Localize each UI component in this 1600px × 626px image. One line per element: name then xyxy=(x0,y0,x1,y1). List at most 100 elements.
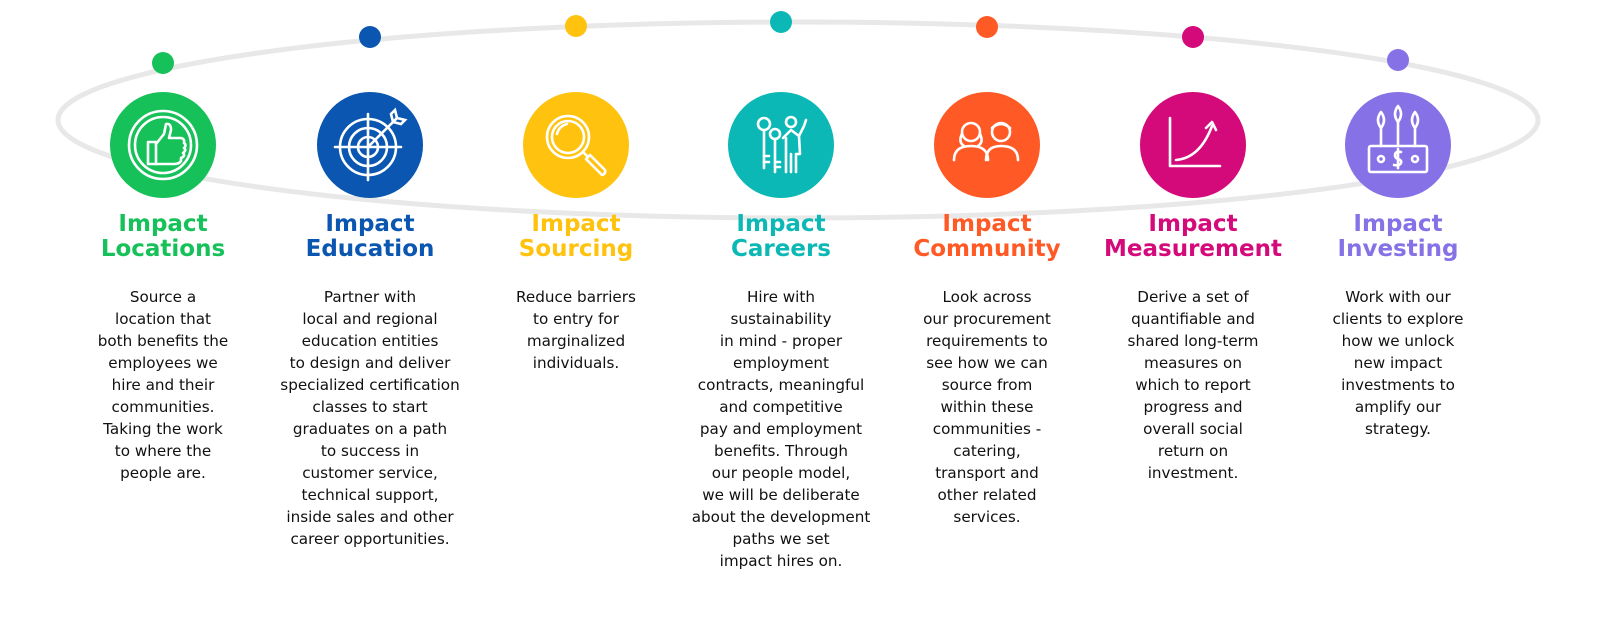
description-line: other related xyxy=(937,486,1037,504)
pillar-title: Impact Sourcing xyxy=(471,212,681,262)
description-line: which to report xyxy=(1135,376,1251,394)
description-line: services. xyxy=(953,508,1021,526)
description-line: measures on xyxy=(1144,354,1242,372)
description-line: graduates on a path xyxy=(292,420,448,438)
description-line: people are. xyxy=(120,464,206,482)
pillar-title: Impact Locations xyxy=(58,212,268,262)
description-line: sustainability xyxy=(730,310,832,328)
keys-person-icon xyxy=(756,115,808,174)
description-line: both benefits the xyxy=(97,332,229,350)
money-plant-icon xyxy=(1367,104,1429,174)
icon-circle xyxy=(110,92,216,198)
title-line: Investing xyxy=(1337,236,1459,262)
description-line: local and regional xyxy=(302,310,438,328)
magnifier-icon xyxy=(545,114,607,177)
description-line: to entry for xyxy=(533,310,619,328)
title-line: Impact xyxy=(1353,211,1443,237)
title-line: Measurement xyxy=(1104,236,1282,262)
description-line: employment xyxy=(733,354,829,372)
description-line: shared long-term xyxy=(1127,332,1259,350)
description-line: specialized certification xyxy=(280,376,460,394)
description-line: overall social xyxy=(1143,420,1243,438)
timeline-dot xyxy=(1387,49,1409,71)
description-line: individuals. xyxy=(532,354,620,372)
description-line: classes to start xyxy=(312,398,428,416)
pillar-description: Derive a set of quantifiable and shared lo… xyxy=(1088,286,1298,484)
target-icon xyxy=(333,107,408,182)
growth-chart-icon xyxy=(1168,116,1222,168)
description-line: hire and their xyxy=(111,376,215,394)
pillar-title: Impact Investing xyxy=(1293,212,1503,262)
description-line: and competitive xyxy=(719,398,843,416)
title-line: Community xyxy=(913,236,1061,262)
timeline-dot xyxy=(565,15,587,37)
title-line: Impact xyxy=(118,211,208,237)
icon-circle xyxy=(728,92,834,198)
description-line: investment. xyxy=(1147,464,1239,482)
description-line: pay and employment xyxy=(699,420,863,438)
thumbs-up-icon xyxy=(127,109,199,181)
description-line: Derive a set of xyxy=(1137,288,1249,306)
description-line: Hire with xyxy=(747,288,815,306)
title-line: Locations xyxy=(100,236,226,262)
description-line: education entities xyxy=(301,332,439,350)
icon-circle xyxy=(1345,92,1451,198)
description-line: new impact xyxy=(1353,354,1443,372)
description-line: communities - xyxy=(932,420,1042,438)
icon-circle xyxy=(317,92,423,198)
description-line: progress and xyxy=(1143,398,1243,416)
description-line: how we unlock xyxy=(1341,332,1455,350)
description-line: career opportunities. xyxy=(290,530,450,548)
description-line: Taking the work xyxy=(103,420,223,438)
title-line: Impact xyxy=(942,211,1032,237)
description-line: to design and deliver xyxy=(289,354,451,372)
icon-circle xyxy=(1140,92,1246,198)
description-line: return on xyxy=(1157,442,1229,460)
pillar-title: Impact Community xyxy=(882,212,1092,262)
title-line: Careers xyxy=(731,236,831,262)
icon-circle xyxy=(934,92,1040,198)
description-line: transport and xyxy=(935,464,1039,482)
title-line: Impact xyxy=(325,211,415,237)
description-line: our procurement xyxy=(923,310,1051,328)
description-line: customer service, xyxy=(302,464,438,482)
description-line: amplify our xyxy=(1354,398,1442,416)
title-line: Impact xyxy=(736,211,826,237)
description-line: source from xyxy=(941,376,1033,394)
description-line: investments to xyxy=(1341,376,1455,394)
description-line: impact hires on. xyxy=(719,552,843,570)
title-line: Education xyxy=(305,236,435,262)
description-line: we will be deliberate xyxy=(702,486,860,504)
timeline-dot xyxy=(770,11,792,33)
description-line: quantifiable and xyxy=(1131,310,1255,328)
description-line: clients to explore xyxy=(1332,310,1464,328)
timeline-dot xyxy=(1182,26,1204,48)
description-line: inside sales and other xyxy=(286,508,454,526)
icon-circle xyxy=(523,92,629,198)
pillar-title: Impact Measurement xyxy=(1088,212,1298,262)
description-line: in mind - proper xyxy=(719,332,843,350)
people-icon xyxy=(952,121,1020,162)
timeline-dot xyxy=(976,16,998,38)
title-line: Sourcing xyxy=(518,236,634,262)
description-line: to where the xyxy=(114,442,212,460)
description-line: benefits. Through xyxy=(713,442,849,460)
pillar-description: Hire with sustainability in mind - proper e… xyxy=(676,286,886,572)
description-line: Source a xyxy=(129,288,197,306)
description-line: catering, xyxy=(953,442,1021,460)
timeline-dot xyxy=(359,26,381,48)
description-line: Reduce barriers xyxy=(516,288,636,306)
description-line: employees we xyxy=(108,354,218,372)
description-line: within these xyxy=(940,398,1034,416)
description-line: paths we set xyxy=(732,530,830,548)
pillar-title: Impact Education xyxy=(265,212,475,262)
description-line: Partner with xyxy=(323,288,417,306)
description-line: Look across xyxy=(942,288,1032,306)
timeline-dot xyxy=(152,52,174,74)
title-line: Impact xyxy=(531,211,621,237)
description-line: see how we can xyxy=(926,354,1048,372)
